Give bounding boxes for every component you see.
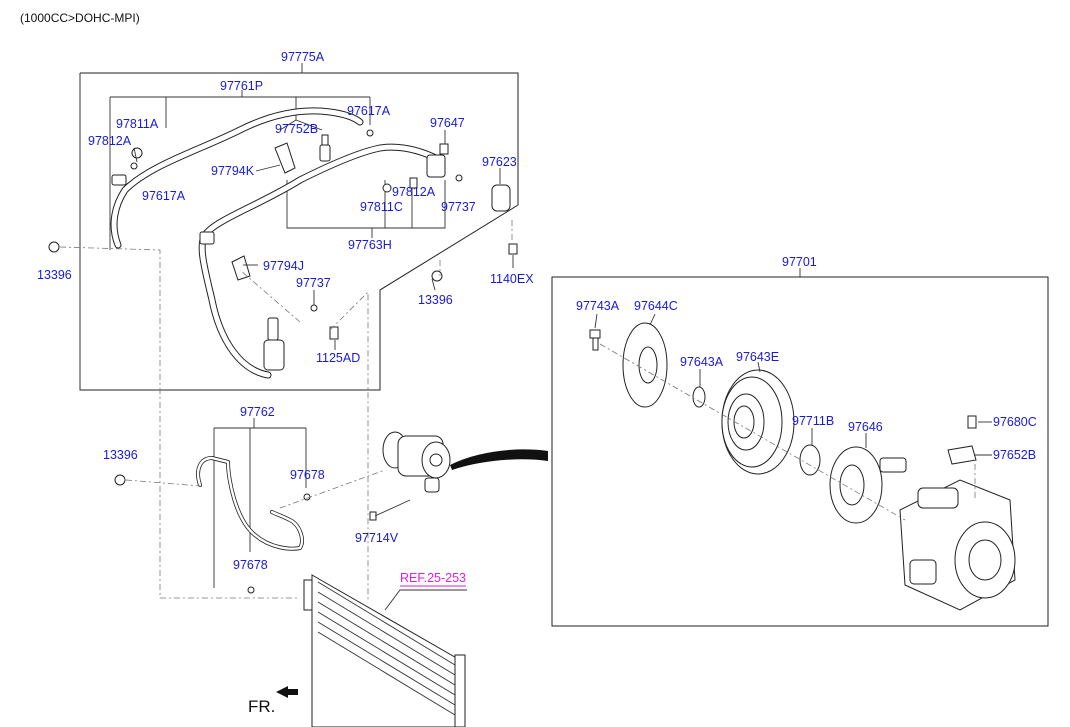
part-97752b[interactable]: 97752B <box>275 122 318 136</box>
part-13396-left[interactable]: 13396 <box>37 268 72 282</box>
part-97678-right[interactable]: 97678 <box>290 468 325 482</box>
part-97711b[interactable]: 97711B <box>792 414 834 428</box>
part-97812a-left[interactable]: 97812A <box>88 134 132 148</box>
part-13396-lower[interactable]: 13396 <box>103 448 138 462</box>
bracket-97652b <box>947 445 977 465</box>
part-97811a[interactable]: 97811A <box>116 117 159 131</box>
part-97617a-left[interactable]: 97617A <box>142 189 186 203</box>
part-97678-lower[interactable]: 97678 <box>233 558 268 572</box>
part-97623[interactable]: 97623 <box>482 155 517 169</box>
part-97737-right[interactable]: 97737 <box>441 200 476 214</box>
part-97643a[interactable]: 97643A <box>680 355 724 369</box>
compressor-body <box>899 479 1016 611</box>
part-97743a[interactable]: 97743A <box>576 299 620 313</box>
bolt-1140ex <box>508 243 518 255</box>
hose-bracket-j <box>231 255 251 281</box>
nut-13396-left <box>48 241 60 253</box>
part-97680c[interactable]: 97680C <box>993 415 1037 429</box>
part-97643e[interactable]: 97643E <box>736 350 779 364</box>
part-97812a-mid[interactable]: 97812A <box>392 185 436 199</box>
part-97617a-top[interactable]: 97617A <box>347 104 391 118</box>
nut-13396-mid <box>431 270 443 282</box>
bolt-97680c <box>967 415 977 429</box>
snap-ring-97711b <box>799 444 821 476</box>
part-1125ad[interactable]: 1125AD <box>316 351 360 365</box>
o-ring <box>131 147 143 159</box>
callout-swoosh <box>450 449 548 470</box>
part-97652b[interactable]: 97652B <box>993 448 1036 462</box>
reference-link[interactable]: REF.25-253 <box>400 571 466 585</box>
part-97761p[interactable]: 97761P <box>220 79 263 93</box>
part-97794k[interactable]: 97794K <box>211 164 255 178</box>
part-97737-mid[interactable]: 97737 <box>296 276 331 290</box>
part-97763h[interactable]: 97763H <box>348 238 392 252</box>
block-joint <box>426 154 446 178</box>
snap-ring-97643a <box>692 386 706 408</box>
part-97714v[interactable]: 97714V <box>355 531 399 545</box>
receiver-drier <box>491 184 511 212</box>
part-97775a[interactable]: 97775A <box>281 50 325 64</box>
part-97647[interactable]: 97647 <box>430 116 465 130</box>
bolt <box>439 143 449 155</box>
hose-bracket-k <box>274 142 296 174</box>
part-13396-mid[interactable]: 13396 <box>418 293 453 307</box>
part-97646[interactable]: 97646 <box>848 420 883 434</box>
part-97811c[interactable]: 97811C <box>360 200 403 214</box>
part-97762[interactable]: 97762 <box>240 405 275 419</box>
part-97794j[interactable]: 97794J <box>263 259 304 273</box>
compressor-small <box>382 431 451 493</box>
bolt-1125ad <box>329 326 339 340</box>
muffler <box>263 339 285 371</box>
front-marker: FR. <box>248 697 275 716</box>
engine-note: (1000CC>DOHC-MPI) <box>20 11 140 25</box>
arrow-left-icon <box>276 686 298 698</box>
part-1140ex[interactable]: 1140EX <box>490 272 534 286</box>
pressure-switch <box>319 144 331 162</box>
bolt-97743a <box>589 329 601 339</box>
condenser <box>303 574 466 727</box>
nut-13396-lower <box>114 474 126 486</box>
hose-fitting <box>111 174 127 186</box>
part-97701[interactable]: 97701 <box>782 255 817 269</box>
part-97644c[interactable]: 97644C <box>634 299 678 313</box>
